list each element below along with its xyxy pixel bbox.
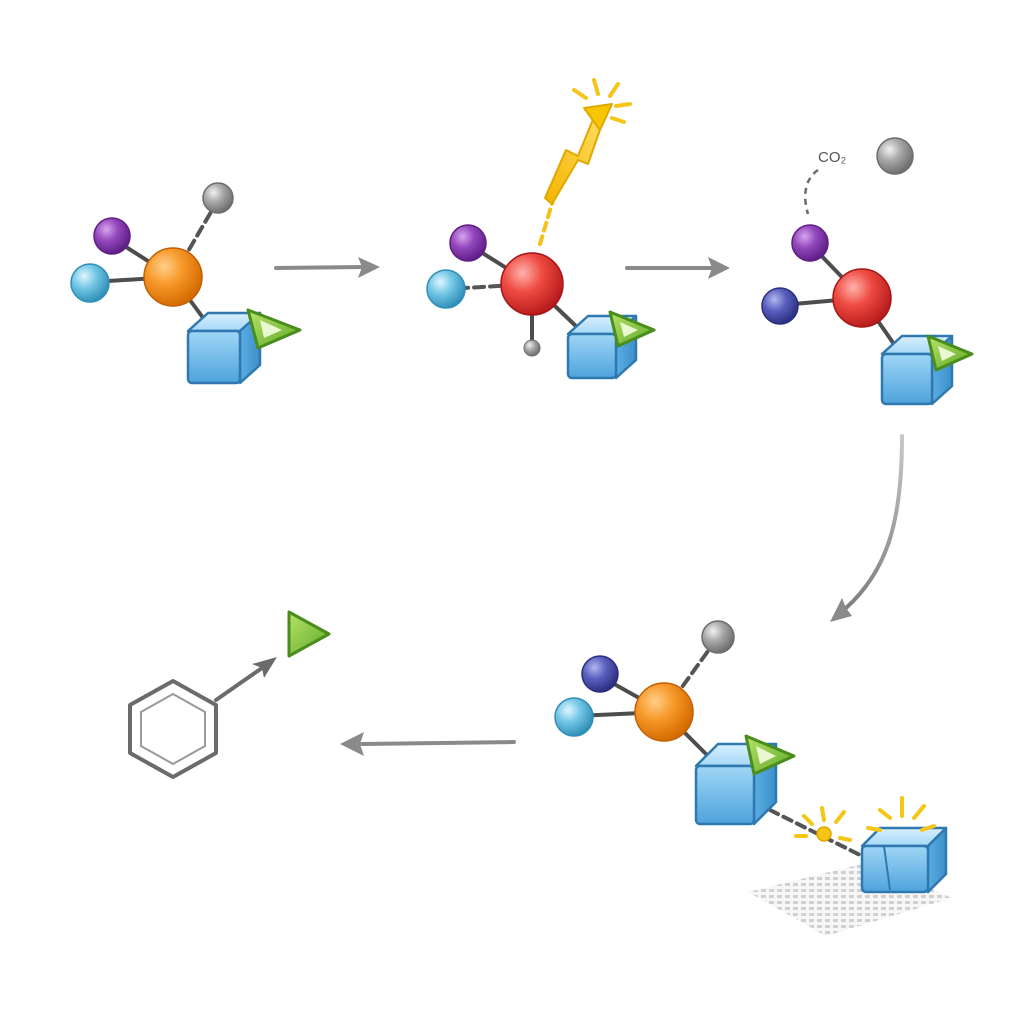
purple-atom [791,224,829,262]
triangle-icon [926,334,974,372]
orange-center-atom [634,682,694,742]
navy-atom [581,655,619,693]
surface-bond [768,808,864,858]
red-center-atom [500,252,564,316]
purple-atom [93,217,131,255]
spark-icon [866,796,936,832]
spark-arrow-icon [544,78,632,205]
gray-atom [202,182,234,214]
cyan-atom [426,269,466,309]
spark-icon [794,806,852,842]
step-1-complex [70,182,302,385]
product-arrow [214,657,277,702]
purple-atom [449,224,487,262]
arrow-step2-to-step3 [625,257,730,279]
cube-icon [186,311,262,385]
gray-atom [701,620,735,654]
triangle-icon [744,734,796,776]
triangle-icon [608,310,656,348]
hexagon-ring-icon [128,679,218,779]
triangle-icon [287,610,331,658]
arrow-step1-to-step2 [274,257,380,278]
step-5-product [128,610,331,779]
co2-release-path [804,168,819,215]
arrow-step3-to-step4 [830,434,904,622]
red-center-atom [832,268,892,328]
step-4-complex [554,620,952,936]
step-2-complex [426,78,656,380]
small-gray-atom [523,339,541,357]
triangle-icon [246,308,302,350]
cyan-atom [70,263,110,303]
co2-label: CO₂ [818,149,847,166]
cyan-atom [554,697,594,737]
arrow-step4-to-step5 [340,732,516,756]
surface-cube-icon [860,826,948,894]
navy-atom [761,287,799,325]
co2-gray-sphere-icon [876,137,914,175]
step-3-complex: CO₂ [761,137,974,406]
orange-center-atom [143,247,203,307]
